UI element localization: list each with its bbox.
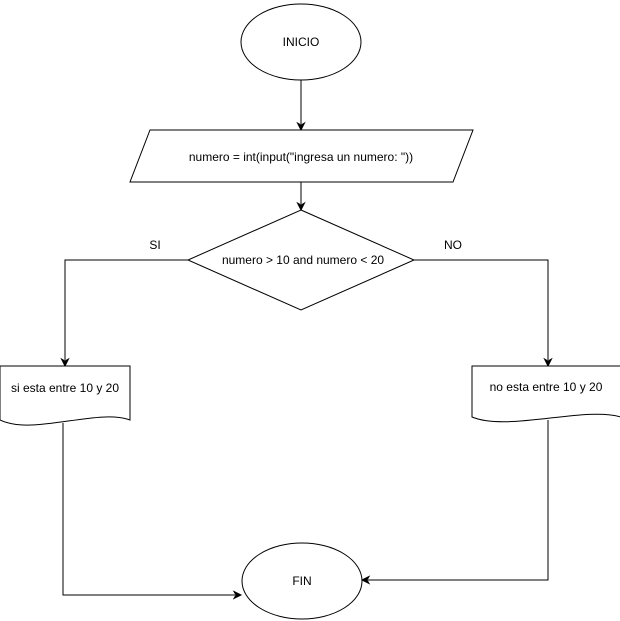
no-output-node: no esta entre 10 y 20 — [471, 365, 620, 423]
no-output-label: no esta entre 10 y 20 — [490, 380, 603, 394]
end-node-label: FIN — [292, 574, 311, 588]
yes-branch-label: SI — [149, 238, 160, 252]
edge-decision-yes — [60, 259, 188, 368]
edge-decision-no — [414, 259, 553, 368]
decision-node-label: numero > 10 and numero < 20 — [222, 253, 384, 267]
edge-input-to-decision — [296, 182, 306, 212]
start-node-label: INICIO — [283, 35, 320, 49]
yes-output-node: si esta entre 10 y 20 — [0, 365, 131, 426]
yes-output-label: si esta entre 10 y 20 — [11, 381, 119, 395]
end-node: FIN — [241, 542, 363, 620]
no-branch-label: NO — [444, 238, 462, 252]
input-node: numero = int(input("ingresa un numero: "… — [129, 129, 474, 183]
start-node: INICIO — [240, 3, 362, 81]
decision-node: numero > 10 and numero < 20 — [186, 209, 416, 311]
edge-no-to-end — [360, 420, 549, 585]
input-node-label: numero = int(input("ingresa un numero: "… — [189, 150, 413, 164]
edge-start-to-input — [296, 80, 306, 132]
edge-yes-to-end — [62, 423, 243, 600]
